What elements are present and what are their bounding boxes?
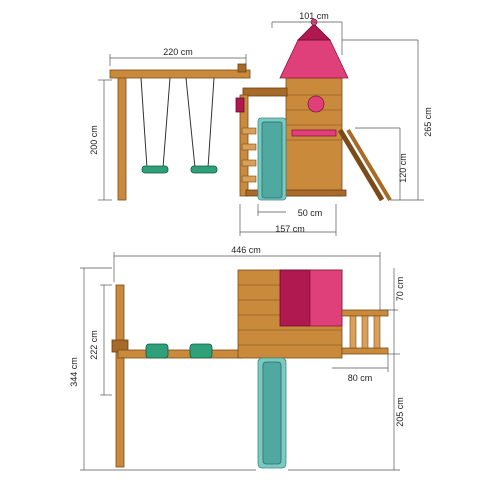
ladder-rung-top <box>349 315 357 349</box>
roof-top-right <box>309 269 343 327</box>
dim-label-ladder-width: 70 cm <box>395 277 405 302</box>
slide-chute-top <box>262 361 282 465</box>
rung <box>241 143 257 151</box>
swing-beam-end <box>237 63 247 73</box>
swing-left-chain-b <box>162 77 171 169</box>
connecting-beam <box>242 87 288 97</box>
dim-label-width-swing: 220 cm <box>163 47 193 57</box>
slide-front <box>257 117 287 201</box>
swing-right-seat <box>190 165 218 174</box>
tower-awning <box>291 129 337 137</box>
swing-left <box>140 77 171 174</box>
dim-label-swing-beam: 222 cm <box>89 330 99 360</box>
swing-right-chain-b <box>207 77 215 169</box>
rung <box>241 127 257 135</box>
ladder-rail-top <box>341 347 389 355</box>
ladder-front <box>337 128 392 202</box>
steering-wheel-icon <box>235 97 245 113</box>
rung <box>241 175 257 183</box>
swing-beam-top <box>115 284 125 468</box>
ladder-rung-top <box>373 315 381 349</box>
dim-label-tower-base: 157 cm <box>275 224 305 234</box>
tower-roof <box>279 39 349 79</box>
top-view: 446 cm 344 cm 222 cm 70 cm 80 cm 205 cm <box>69 245 405 471</box>
platform-floor <box>245 189 347 197</box>
dim-label-slide-base: 50 cm <box>298 208 323 218</box>
ladder-rail <box>346 128 392 202</box>
dim-label-total-length: 446 cm <box>231 245 261 255</box>
swing-left-seat <box>141 165 169 174</box>
tower-front <box>235 18 349 197</box>
dim-label-total-height: 265 cm <box>423 107 433 137</box>
swing-seat-top <box>189 343 213 359</box>
ladder-rung-top <box>361 315 369 349</box>
dim-label-tower-roof: 101 cm <box>299 11 329 21</box>
roof-top-left <box>279 269 311 327</box>
tower-body <box>285 77 343 197</box>
rung <box>241 159 257 167</box>
heart-window-icon <box>307 95 325 113</box>
ladder-rail-top <box>341 309 389 317</box>
dim-label-platform-height: 120 cm <box>398 153 408 183</box>
swing-top-beam <box>109 69 251 79</box>
connector-beam-top <box>117 349 243 359</box>
dim-label-total-depth: 344 cm <box>69 357 79 387</box>
roof-peak <box>297 23 331 41</box>
front-view: 220 cm 101 cm 200 cm 265 cm 120 cm 50 cm… <box>89 11 433 236</box>
swing-frame <box>109 63 251 201</box>
swing-left-post <box>117 71 127 201</box>
swing-right-chain-a <box>185 77 196 169</box>
swing-left-chain-a <box>140 77 148 169</box>
dim-label-height-swing: 200 cm <box>89 125 99 155</box>
swing-right <box>185 77 218 174</box>
dim-label-slide-length: 205 cm <box>395 397 405 427</box>
ladder-rail <box>337 128 385 202</box>
slide-chute <box>261 121 283 199</box>
dim-label-ladder-length: 80 cm <box>348 373 373 383</box>
swing-seat-top <box>145 343 169 359</box>
